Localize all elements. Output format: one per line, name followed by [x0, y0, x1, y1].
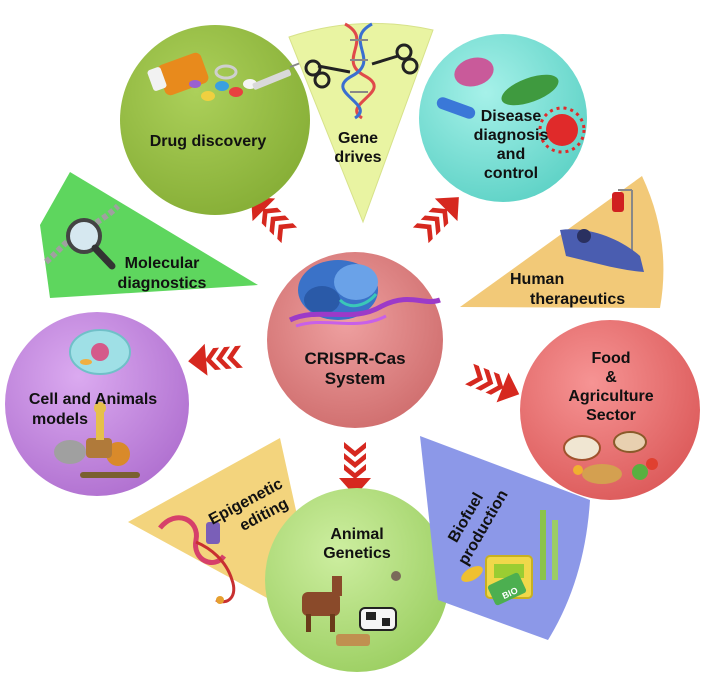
- molecular-label-line1: Molecular: [125, 255, 200, 272]
- node-cell-animal-models: Cell and Animals models: [5, 312, 189, 496]
- drug-discovery-circle: [120, 25, 310, 215]
- arrow-to-animal-genetics: [339, 442, 371, 496]
- biofuel-wedge: [420, 436, 590, 640]
- pill-bottle-syringe-icon: [147, 52, 304, 101]
- human-label-line1: Human: [510, 271, 564, 288]
- food-label-line4: Sector: [586, 407, 636, 424]
- crispr-protein-dna-icon: [288, 260, 441, 328]
- food-produce-icon: [563, 431, 658, 484]
- food-label-line1: Food: [591, 350, 630, 367]
- node-crispr-cas-system: CRISPR-Cas System: [267, 252, 443, 428]
- node-molecular-diagnostics: Molecular diagnostics: [40, 172, 258, 298]
- disease-label-line2: diagnosis: [474, 127, 549, 144]
- animal-genetics-label-line1: Animal: [330, 526, 383, 543]
- food-label-line3: Agriculture: [568, 388, 653, 405]
- disease-label-line4: control: [484, 165, 538, 182]
- cell-label-line2: models: [32, 411, 88, 428]
- gene-drives-label-line2: drives: [334, 149, 381, 166]
- disease-label-line1: Disease: [481, 108, 542, 125]
- arrow-to-disease-diagnosis: [412, 197, 459, 244]
- center-label-line1: CRISPR-Cas: [304, 349, 405, 368]
- biofuel-pump-icon: BIO: [461, 510, 558, 606]
- node-animal-genetics: Animal Genetics: [265, 488, 449, 672]
- node-drug-discovery: Drug discovery: [120, 25, 310, 215]
- center-label-line2: System: [325, 369, 385, 388]
- animal-genetics-label-line2: Genetics: [323, 545, 391, 562]
- node-gene-drives: Gene drives: [288, 22, 434, 224]
- disease-label-line3: and: [497, 146, 525, 163]
- human-label-line2: therapeutics: [530, 291, 625, 308]
- zoo-animals-icon: [54, 402, 140, 478]
- drug-discovery-label: Drug discovery: [150, 133, 267, 150]
- cell-label-line1: Cell and Animals: [29, 391, 157, 408]
- patient-iv-drip-icon: [560, 189, 644, 272]
- scissors-dna-icon: [304, 22, 419, 120]
- molecular-diagnostics-wedge: [40, 172, 258, 298]
- arrow-to-food-agriculture: [465, 363, 520, 403]
- magnifier-dna-icon: [44, 203, 121, 270]
- pathogen-cells-icon: [436, 57, 586, 154]
- node-food-agriculture: Food & Agriculture Sector: [520, 320, 700, 500]
- node-human-therapeutics: Human therapeutics: [460, 176, 664, 308]
- gene-drives-label-line1: Gene: [338, 130, 378, 147]
- arrow-to-cell-models: [188, 343, 243, 376]
- animal-cell-icon: [69, 329, 131, 375]
- molecular-label-line2: diagnostics: [118, 275, 207, 292]
- food-label-line2: &: [605, 369, 617, 386]
- node-biofuel-production: BIO Biofuel production: [420, 436, 590, 640]
- food-agriculture-circle: [520, 320, 700, 500]
- node-disease-diagnosis: Disease diagnosis and control: [419, 34, 587, 202]
- farm-animals-icon: [302, 571, 401, 646]
- chromatin-dna-icon: [158, 515, 236, 604]
